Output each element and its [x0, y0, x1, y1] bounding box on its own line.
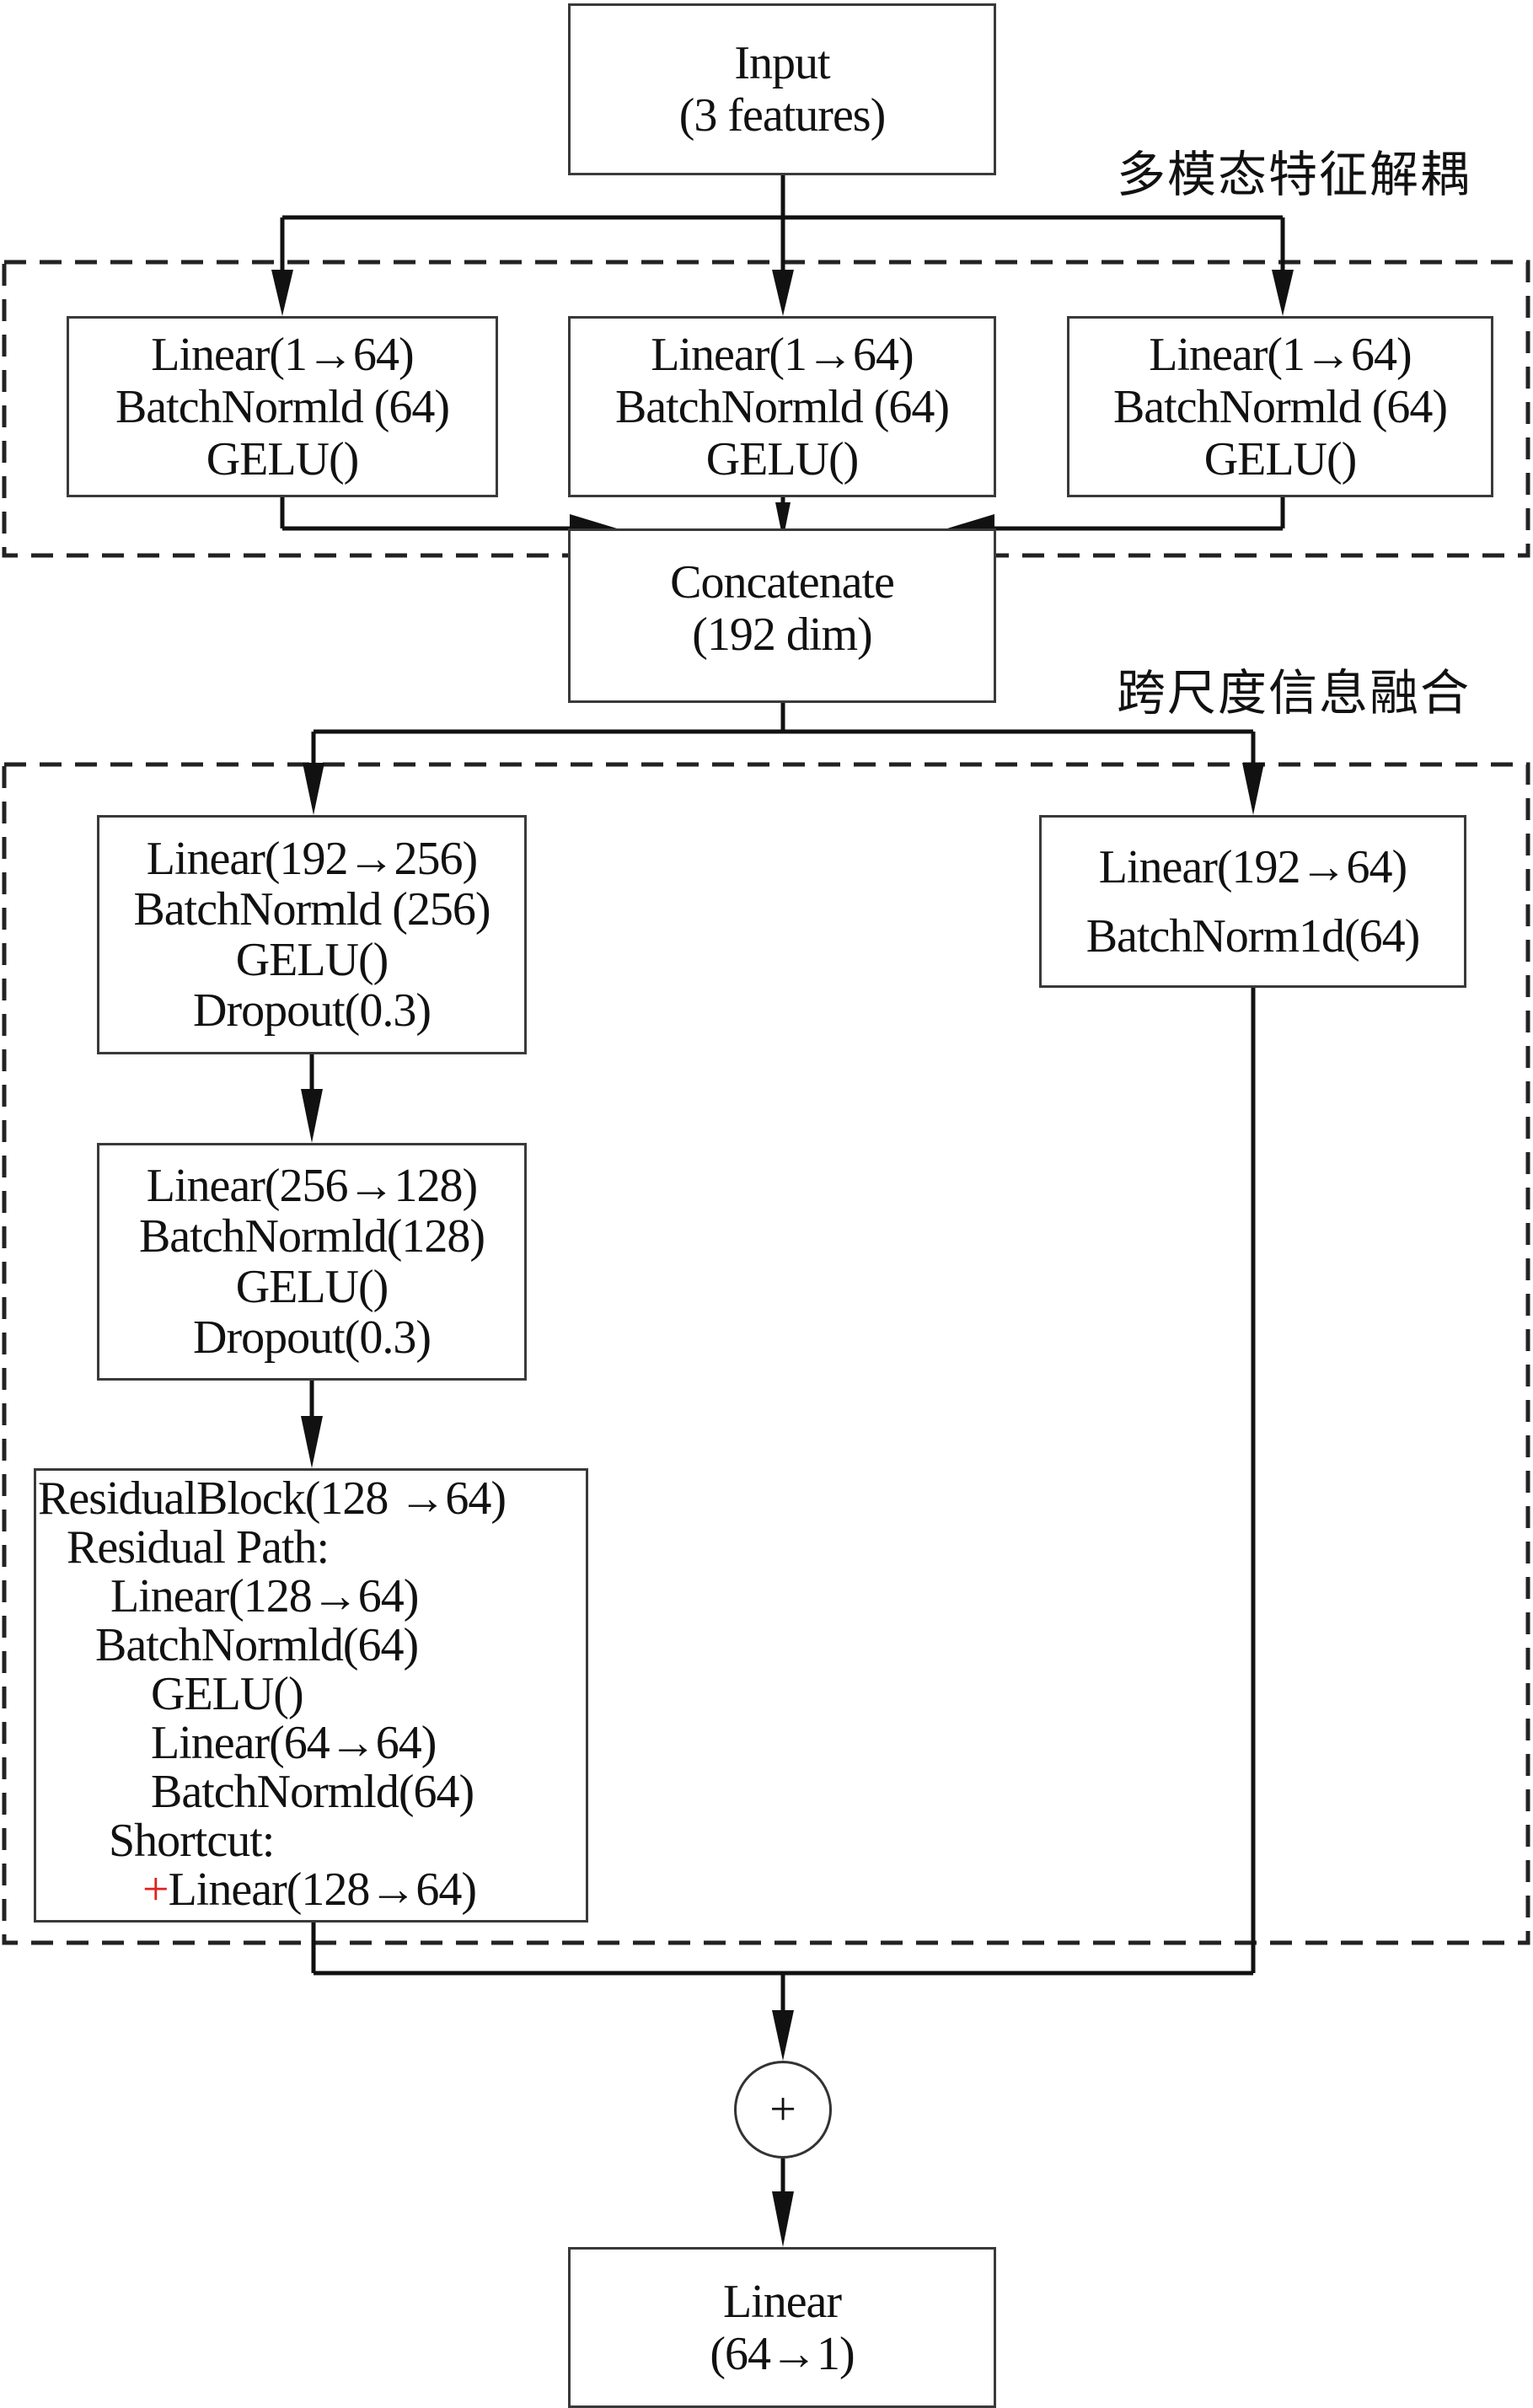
fusion-group-border: [2, 762, 1530, 1945]
arrowhead-layer-2: [301, 1089, 323, 1143]
concat-dim: (192 dim): [692, 609, 872, 661]
fusion-section-label: 跨尺度信息融合: [1117, 664, 1471, 721]
input-fanout-connector: [280, 174, 1285, 278]
residual-block: ResidualBlock(128 →64) Residual Path: Li…: [34, 1468, 588, 1923]
modality-branch-1: Linear(1→64) BatchNormld (64) GELU(): [67, 316, 498, 497]
concat-label: Concatenate: [670, 556, 895, 609]
output-label: Linear: [722, 2275, 842, 2328]
branch-layer: Linear(1→64): [1149, 328, 1412, 381]
residual-layer: Linear(128→64): [110, 1570, 419, 1622]
shortcut-layer: Linear(128→64): [168, 1864, 477, 1916]
branch-layer: GELU(): [206, 432, 360, 485]
arrowhead-residual: [301, 1416, 323, 1468]
branch-layer: Linear(1→64): [651, 328, 914, 381]
layer-op: BatchNormld(128): [138, 1210, 485, 1263]
layer-op: Dropout(0.3): [193, 984, 431, 1037]
concat-fanout-connector: [311, 703, 1256, 771]
modality-branch-2: Linear(1→64) BatchNormld (64) GELU(): [568, 316, 996, 497]
residual-layer: Linear(64→64): [151, 1717, 437, 1769]
arrowhead-branch-3: [1272, 270, 1294, 316]
arrowhead-deep-path: [303, 763, 324, 815]
layer-op: Dropout(0.3): [193, 1311, 431, 1364]
decoupling-section-label: 多模态特征解耦: [1117, 146, 1471, 203]
residual-layer: BatchNormld(64): [95, 1619, 419, 1671]
residual-layer: BatchNormld(64): [151, 1766, 474, 1818]
deep-path-layer-2: Linear(256→128) BatchNormld(128) GELU() …: [97, 1143, 527, 1381]
layer-op: BatchNormld (256): [133, 883, 490, 936]
branch-layer: Linear(1→64): [151, 328, 414, 381]
residual-block-title: ResidualBlock(128 →64): [38, 1472, 507, 1525]
input-label: Input: [734, 37, 830, 89]
shortcut-label: Shortcut:: [109, 1815, 275, 1867]
decoupling-group-border: [2, 260, 1530, 558]
deep-path-layer-1: Linear(192→256) BatchNormld (256) GELU()…: [97, 815, 527, 1054]
branch-layer: GELU(): [1203, 432, 1358, 485]
layer-op: GELU(): [235, 1261, 389, 1313]
residual-path-label: Residual Path:: [67, 1521, 330, 1574]
arrowhead-branch-1: [271, 270, 293, 316]
arrowhead-output: [772, 2191, 794, 2247]
layer-op: Linear(192→64): [1098, 840, 1407, 893]
layer-op: Linear(256→128): [146, 1160, 478, 1212]
elementwise-sum-node: +: [734, 2061, 832, 2159]
shortcut-row: +Linear(128→64): [36, 1864, 477, 1916]
plus-icon: +: [142, 1864, 169, 1916]
concat-merge-connector: [280, 497, 1285, 531]
layer-op: GELU(): [235, 934, 389, 986]
output-dim: (64→1): [710, 2327, 855, 2380]
modality-branch-3: Linear(1→64) BatchNormld (64) GELU(): [1067, 316, 1493, 497]
layer-op: Linear(192→256): [146, 833, 478, 885]
layer-op: BatchNorm1d(64): [1085, 909, 1421, 963]
branch-layer: BatchNormld (64): [1112, 380, 1448, 433]
branch-layer: BatchNormld (64): [614, 380, 950, 433]
plus-icon: +: [769, 2084, 796, 2136]
arrowhead-branch-2: [772, 270, 794, 316]
branch-layer: GELU(): [705, 432, 860, 485]
arrowhead-merge-center: [775, 502, 791, 539]
concatenate-block: Concatenate (192 dim): [568, 528, 996, 703]
input-feature-count: (3 features): [678, 89, 887, 142]
arrowhead-sum: [772, 2010, 794, 2061]
input-block: Input (3 features): [568, 3, 996, 175]
shallow-path-block: Linear(192→64) BatchNorm1d(64): [1039, 815, 1466, 988]
arrowhead-shallow-path: [1242, 763, 1264, 815]
output-block: Linear (64→1): [568, 2247, 996, 2408]
residual-layer: GELU(): [151, 1668, 304, 1720]
branch-layer: BatchNormld (64): [115, 380, 450, 433]
